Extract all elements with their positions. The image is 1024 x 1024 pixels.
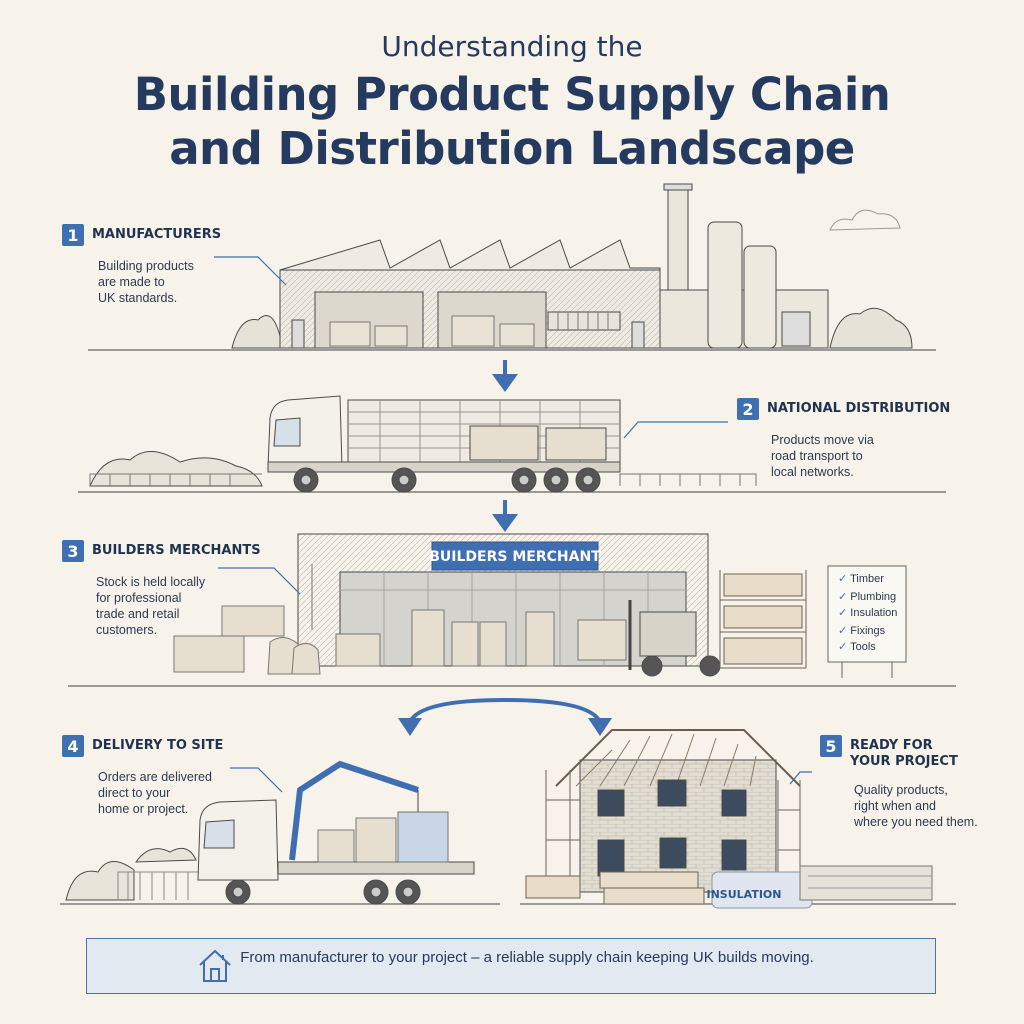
step-builders-merchants: 3 BUILDERS MERCHANTS Stock is held local… bbox=[62, 540, 292, 638]
step-number-badge: 4 bbox=[62, 735, 84, 757]
merchant-sign: BUILDERS MERCHANT bbox=[429, 549, 601, 565]
svg-text:✓ Tools: ✓ Tools bbox=[838, 641, 876, 653]
step-ready-for-project: 5 READY FOR YOUR PROJECT Quality product… bbox=[820, 735, 1020, 830]
leader-line-5 bbox=[789, 771, 812, 785]
factory-scene bbox=[88, 183, 936, 351]
product-list-item: Tools bbox=[850, 641, 876, 653]
delivery-scene bbox=[60, 760, 500, 905]
lorry-scene bbox=[78, 395, 946, 493]
product-list-item: Timber bbox=[850, 573, 884, 585]
insulation-label: INSULATION bbox=[707, 888, 782, 901]
step-description: Building products are made to UK standar… bbox=[98, 259, 194, 305]
title-line-3: and Distribution Landscape bbox=[169, 122, 855, 175]
step-description: Quality products, right when and where y… bbox=[854, 783, 978, 829]
svg-text:✓ Timber: ✓ Timber bbox=[838, 573, 884, 585]
leader-line-2 bbox=[623, 421, 728, 439]
step-national-distribution: 2 NATIONAL DISTRIBUTION Products move vi… bbox=[737, 398, 967, 480]
leader-line-1 bbox=[214, 256, 287, 286]
step-title: NATIONAL DISTRIBUTION bbox=[767, 401, 951, 416]
step-number-badge: 1 bbox=[62, 224, 84, 246]
step-number-badge: 3 bbox=[62, 540, 84, 562]
product-list-item: Plumbing bbox=[850, 591, 896, 603]
split-arrow bbox=[398, 697, 612, 736]
product-list-item: Insulation bbox=[850, 607, 897, 619]
house-build-scene bbox=[520, 729, 956, 909]
step-description: Orders are delivered direct to your home… bbox=[98, 770, 212, 816]
title-line-1: Understanding the bbox=[381, 30, 643, 63]
svg-text:✓ Plumbing: ✓ Plumbing bbox=[838, 591, 896, 603]
step-description: Products move via road transport to loca… bbox=[771, 433, 874, 479]
footer-banner: From manufacturer to your project – a re… bbox=[86, 938, 936, 994]
house-icon bbox=[199, 949, 231, 982]
step-number-badge: 5 bbox=[820, 735, 842, 757]
flow-arrow-1 bbox=[492, 360, 518, 392]
step-title: MANUFACTURERS bbox=[92, 227, 222, 242]
step-title: READY FOR YOUR PROJECT bbox=[850, 738, 958, 769]
leader-line-4 bbox=[230, 767, 283, 793]
step-manufacturers: 1 MANUFACTURERS Building products are ma… bbox=[62, 224, 262, 306]
step-description: Stock is held locally for professional t… bbox=[96, 575, 206, 637]
merchant-scene bbox=[68, 533, 956, 687]
step-title: DELIVERY TO SITE bbox=[92, 738, 224, 753]
step-delivery-to-site: 4 DELIVERY TO SITE Orders are delivered … bbox=[62, 735, 282, 817]
title-line-2: Building Product Supply Chain bbox=[133, 68, 891, 121]
step-number-badge: 2 bbox=[737, 398, 759, 420]
svg-text:✓ Insulation: ✓ Insulation bbox=[838, 607, 897, 619]
leader-line-3 bbox=[218, 567, 301, 595]
svg-text:✓ Fixings: ✓ Fixings bbox=[838, 625, 886, 637]
footer-text: From manufacturer to your project – a re… bbox=[240, 949, 814, 966]
product-list-sign: ✓ Timber ✓ Plumbing ✓ Insulation ✓ Fixin… bbox=[838, 573, 897, 653]
flow-arrow-2 bbox=[492, 500, 518, 532]
product-list-item: Fixings bbox=[850, 625, 885, 637]
step-title: BUILDERS MERCHANTS bbox=[92, 543, 261, 558]
